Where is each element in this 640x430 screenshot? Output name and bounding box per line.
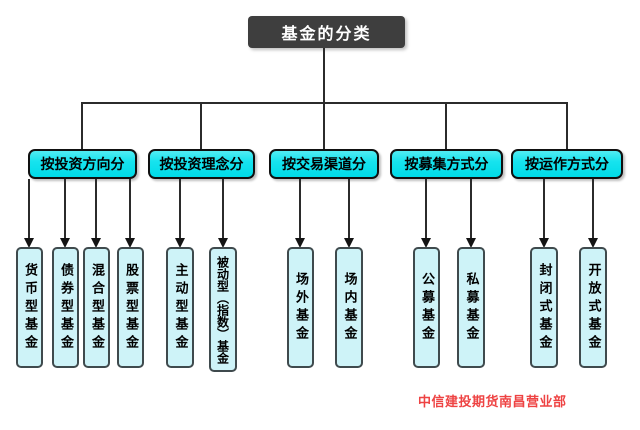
connector-drop-line [200, 102, 202, 150]
leaf-label: 货币型基金 [22, 262, 37, 353]
arrow-line [28, 179, 30, 239]
leaf-node-exchange-fund: 场内基金 [335, 247, 363, 368]
category-label: 按投资方向分 [40, 157, 125, 173]
category-node-investment-philosophy: 按投资理念分 [148, 149, 255, 179]
arrow-line [179, 179, 181, 239]
root-node: 基金的分类 [248, 16, 405, 48]
leaf-node-hybrid-fund: 混合型基金 [83, 247, 110, 368]
arrow-line [95, 179, 97, 239]
arrow-line [425, 179, 427, 239]
arrow-line [470, 179, 472, 239]
arrow-line [348, 179, 350, 239]
leaf-node-private-fund: 私募基金 [457, 247, 485, 368]
category-label: 按募集方式分 [404, 157, 489, 173]
arrow-line [222, 179, 224, 239]
category-label: 按投资理念分 [159, 157, 244, 173]
leaf-node-closed-end-fund: 封闭式基金 [530, 247, 558, 368]
arrowhead-icon [588, 238, 598, 248]
connector-trunk-line [323, 48, 325, 150]
connector-drop-line [566, 102, 568, 150]
leaf-label: 债券型基金 [58, 262, 73, 353]
arrow-line [299, 179, 301, 239]
category-node-investment-direction: 按投资方向分 [28, 149, 137, 179]
leaf-node-active-fund: 主动型基金 [166, 247, 194, 368]
category-label: 按交易渠道分 [282, 157, 366, 173]
category-node-fundraising-method: 按募集方式分 [390, 149, 503, 179]
leaf-node-bond-fund: 债券型基金 [52, 247, 79, 368]
arrowhead-icon [24, 238, 34, 248]
arrow-line [129, 179, 131, 239]
leaf-label: 开放式基金 [585, 262, 601, 353]
leaf-label: 股票型基金 [123, 262, 138, 353]
leaf-label: 封闭式基金 [536, 262, 552, 353]
root-node-label: 基金的分类 [281, 24, 372, 43]
connector-drop-line [445, 102, 447, 150]
arrowhead-icon [60, 238, 70, 248]
arrowhead-icon [295, 238, 305, 248]
arrowhead-icon [466, 238, 476, 248]
arrow-line [543, 179, 545, 239]
leaf-label: 场内基金 [341, 271, 357, 344]
arrowhead-icon [218, 238, 228, 248]
arrowhead-icon [539, 238, 549, 248]
leaf-label: 混合型基金 [89, 262, 104, 353]
leaf-label: 主动型基金 [172, 262, 188, 353]
leaf-node-stock-fund: 股票型基金 [117, 247, 144, 368]
branding-footer: 中信建投期货南昌营业部 [418, 395, 567, 410]
arrowhead-icon [344, 238, 354, 248]
leaf-label: 公募基金 [419, 271, 434, 344]
leaf-node-money-fund: 货币型基金 [16, 247, 43, 368]
leaf-node-passive-index-fund: 被动型（指数）基金 [209, 247, 237, 372]
arrowhead-icon [125, 238, 135, 248]
arrowhead-icon [175, 238, 185, 248]
arrow-line [64, 179, 66, 239]
category-node-operation-mode: 按运作方式分 [511, 149, 623, 179]
arrowhead-icon [91, 238, 101, 248]
connector-horizontal-line [82, 102, 568, 104]
leaf-label: 私募基金 [463, 271, 479, 344]
leaf-label: 被动型（指数）基金 [215, 255, 230, 364]
leaf-node-public-fund: 公募基金 [413, 247, 440, 368]
leaf-node-open-end-fund: 开放式基金 [579, 247, 607, 368]
arrowhead-icon [421, 238, 431, 248]
arrow-line [592, 179, 594, 239]
leaf-node-otc-fund: 场外基金 [287, 247, 314, 368]
connector-drop-line [81, 102, 83, 150]
leaf-label: 场外基金 [293, 271, 308, 344]
category-label: 按运作方式分 [525, 157, 609, 173]
category-node-trading-channel: 按交易渠道分 [269, 149, 379, 179]
